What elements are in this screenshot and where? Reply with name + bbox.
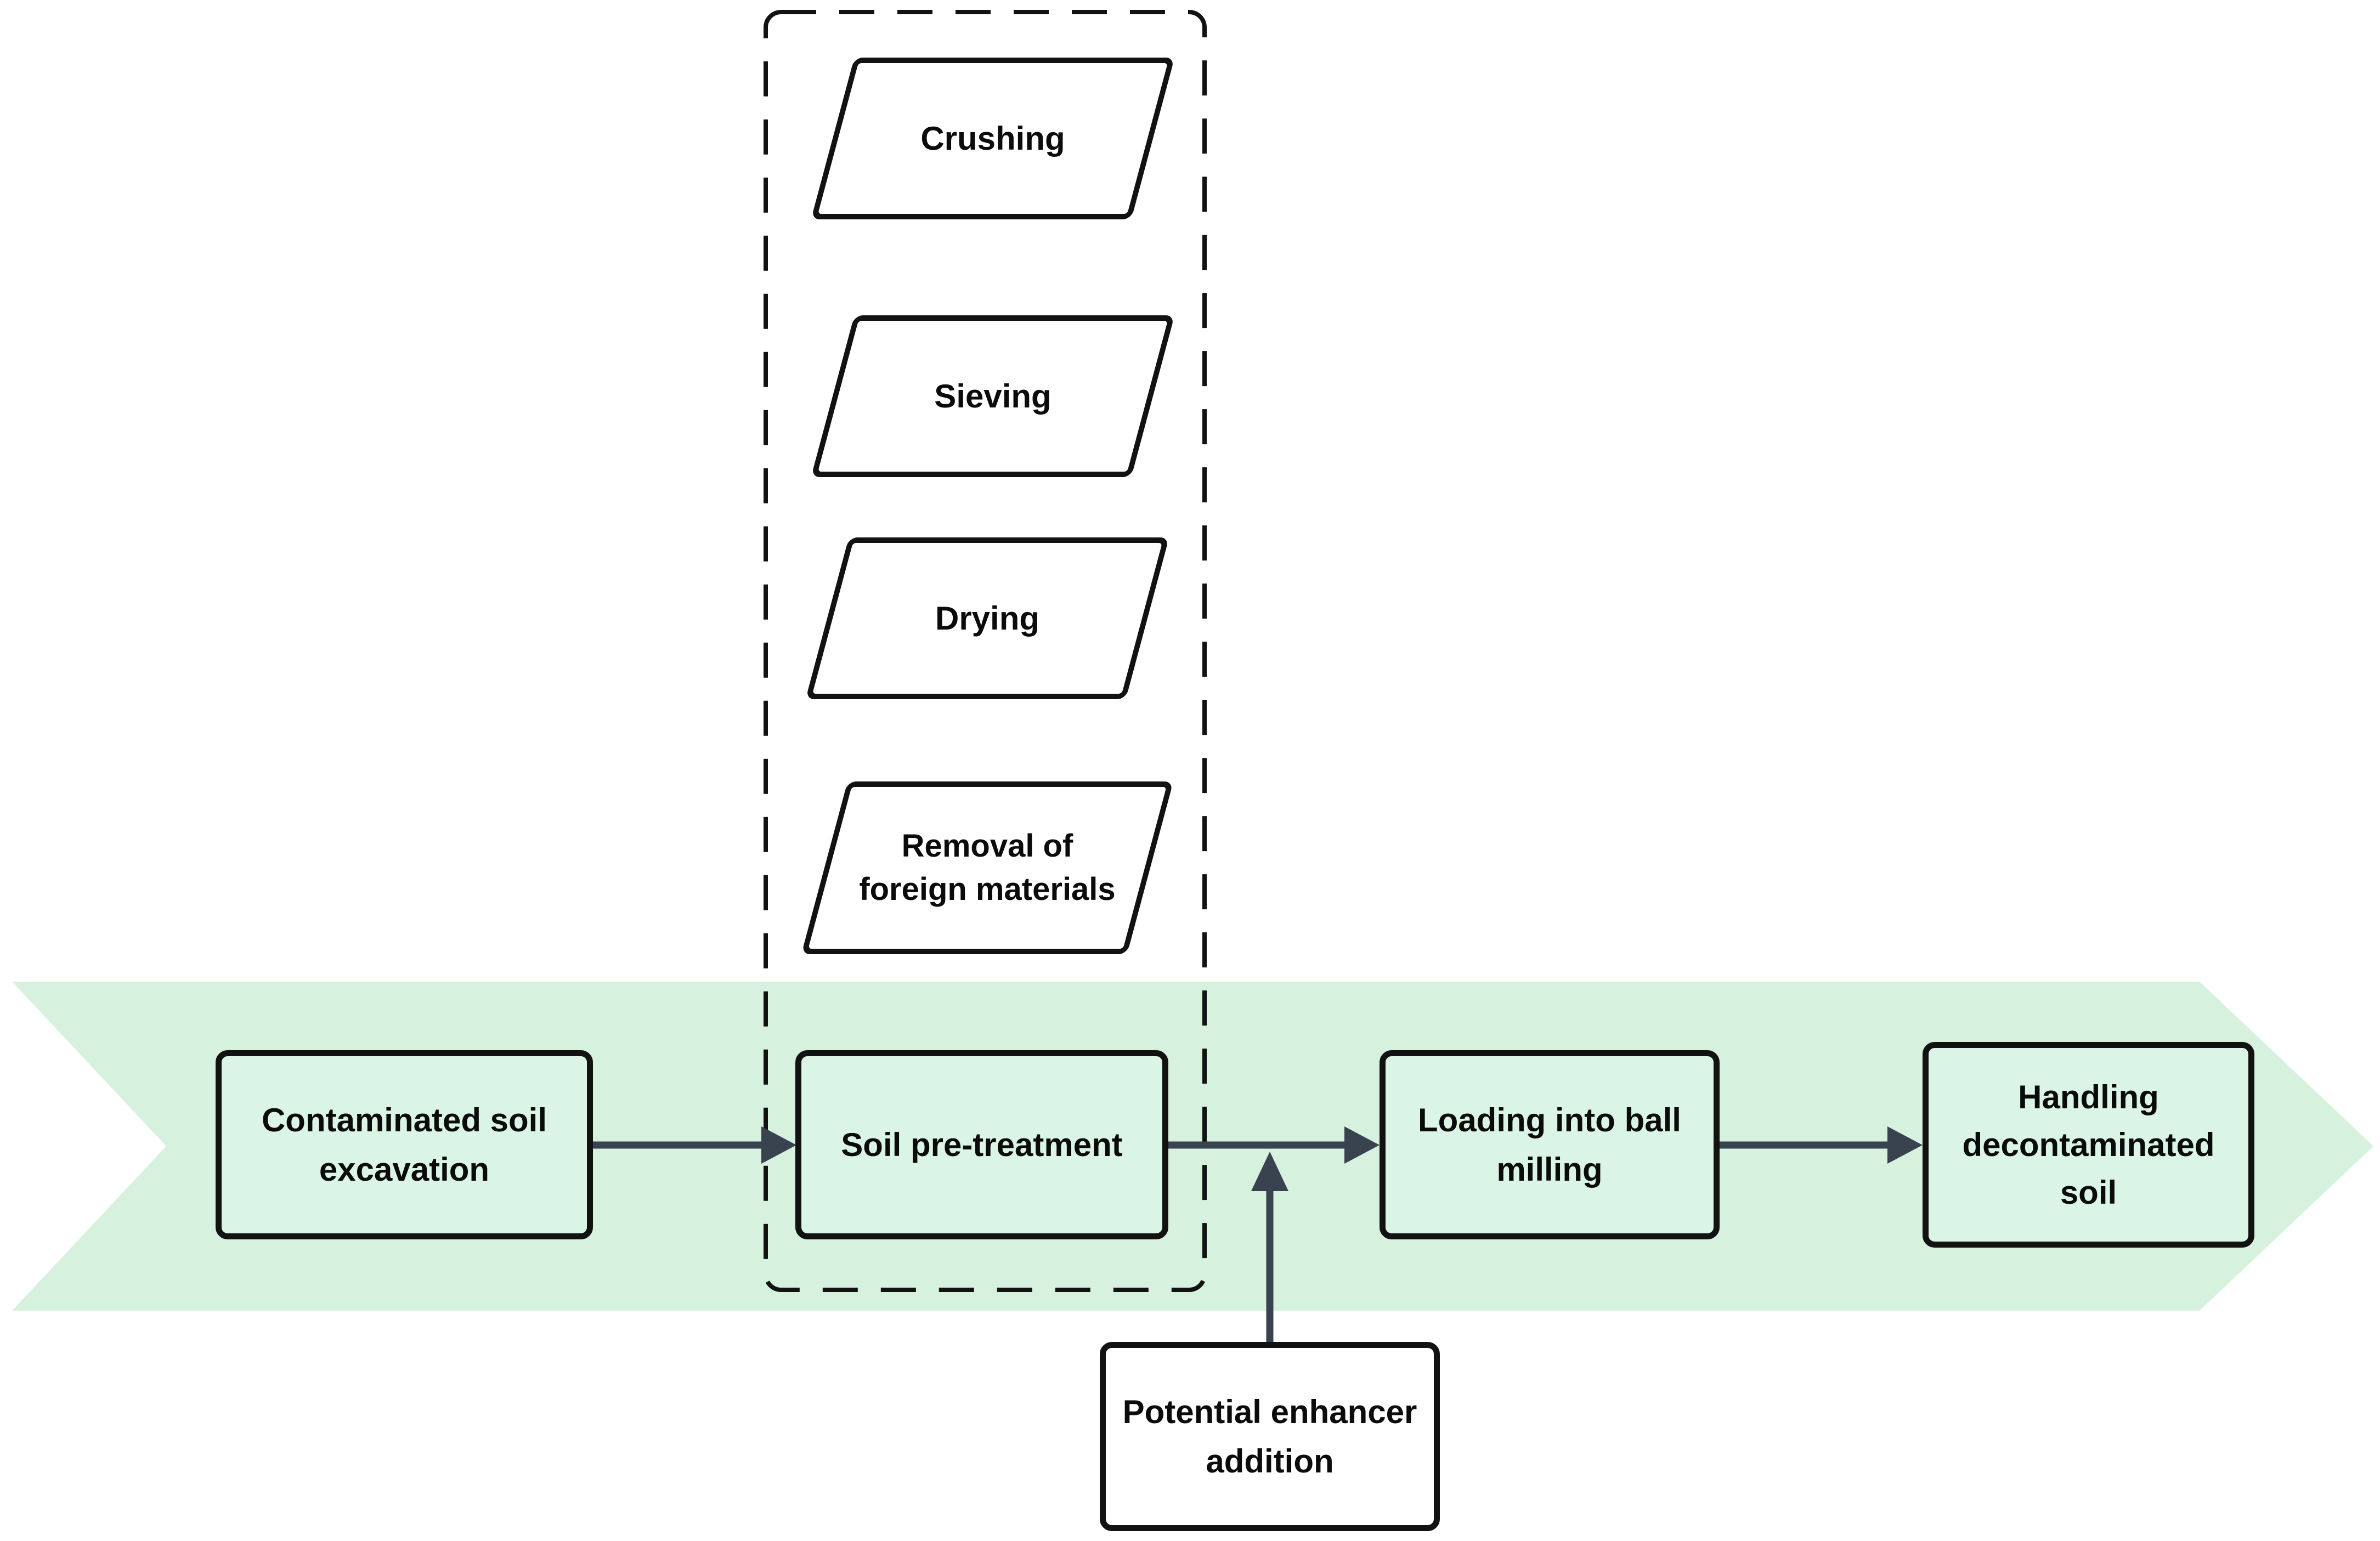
flow-step-label: Loading into ball milling — [1418, 1101, 1681, 1188]
pretreatment-group-dashed-border — [764, 10, 1207, 1292]
pretreatment-step-removal-foreign-materials: Removal of foreign materials — [798, 781, 1177, 954]
pretreatment-step-label: Sieving — [934, 378, 1052, 415]
flow-step-label: Contaminated soil excavation — [261, 1101, 547, 1188]
pretreatment-step-label: Drying — [935, 600, 1040, 637]
flow-step-loading-into-ball-milling: Loading into ball milling — [1380, 1050, 1720, 1239]
flow-step-handling-decontaminated-soil: Handling decontaminated soil — [1923, 1042, 2254, 1248]
flow-step-label: Soil pre-treatment — [841, 1126, 1123, 1163]
pretreatment-step-sieving: Sieving — [806, 315, 1179, 477]
arrow-pretreatment-to-milling — [1168, 1126, 1380, 1164]
flow-step-contaminated-soil-excavation: Contaminated soil excavation — [216, 1050, 593, 1239]
enhancer-addition-label: Potential enhancer addition — [1122, 1393, 1417, 1480]
pretreatment-step-label: Crushing — [920, 120, 1065, 157]
arrow-excavation-to-pretreatment — [592, 1126, 796, 1164]
flow-step-soil-pre-treatment: Soil pre-treatment — [795, 1050, 1168, 1239]
arrow-milling-to-handling — [1720, 1126, 1923, 1164]
pretreatment-step-label: Removal of foreign materials — [859, 828, 1116, 907]
pretreatment-step-drying: Drying — [801, 537, 1174, 699]
enhancer-addition-box: Potential enhancer addition — [1100, 1342, 1440, 1531]
arrow-enhancer-up — [1251, 1152, 1288, 1342]
flow-step-label: Handling decontaminated soil — [1962, 1079, 2215, 1211]
pretreatment-step-crushing: Crushing — [806, 58, 1179, 219]
